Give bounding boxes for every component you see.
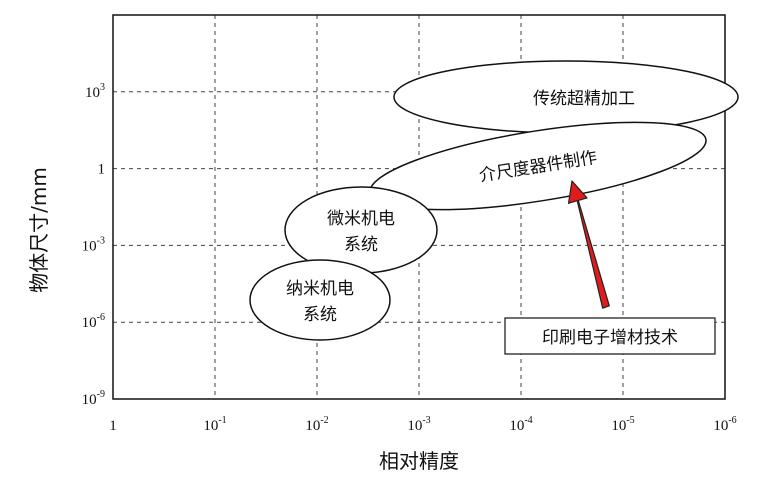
region-nems <box>249 259 391 341</box>
x-tick-labels: 1 10-1 10-2 10-3 10-4 10-5 10-6 <box>109 415 736 434</box>
region-label-ultra-precision-machining: 传统超精加工 <box>533 89 635 109</box>
x-axis-title: 相对精度 <box>379 449 459 473</box>
x-tick-label: 10-3 <box>407 415 430 434</box>
region-label-nems-line1: 纳米机电 <box>286 279 354 299</box>
annotation-box <box>504 317 716 355</box>
y-tick-label: 10-3 <box>82 235 105 254</box>
plot-frame <box>112 14 726 400</box>
annotation-arrow <box>567 180 610 309</box>
y-tick-label: 10-6 <box>82 312 105 331</box>
y-tick-label: 10-9 <box>82 389 105 408</box>
x-tick-label: 10-6 <box>713 415 736 434</box>
region-label-mems-line1: 微米机电 <box>327 209 395 229</box>
x-tick-label: 10-4 <box>509 415 532 434</box>
region-label-nems-line2: 系统 <box>303 305 337 325</box>
y-axis-title: 物体尺寸/mm <box>27 167 51 293</box>
x-tick-label: 1 <box>109 418 117 434</box>
y-tick-labels: 103 1 10-3 10-6 10-9 <box>82 82 105 408</box>
x-tick-label: 10-5 <box>611 415 634 434</box>
y-tick-label: 1 <box>98 162 106 178</box>
y-tick-label: 103 <box>85 82 105 101</box>
x-tick-label: 10-2 <box>305 415 328 434</box>
region-label-mems-line2: 系统 <box>344 235 378 255</box>
annotation-text: 印刷电子增材技术 <box>542 328 678 348</box>
x-tick-label: 10-1 <box>203 415 226 434</box>
